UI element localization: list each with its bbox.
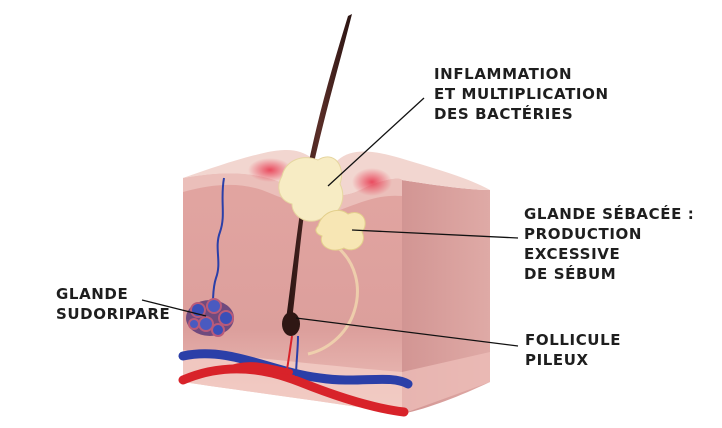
label-line: GLANDE SÉBACÉE : xyxy=(524,204,694,224)
label-line: PRODUCTION xyxy=(524,224,694,244)
label-line: DE SÉBUM xyxy=(524,264,694,284)
inflammation-glow-right xyxy=(352,168,392,196)
label-line: FOLLICULE xyxy=(525,330,621,350)
label-sweat-gland: GLANDE SUDORIPARE xyxy=(56,284,170,324)
label-line: GLANDE xyxy=(56,284,170,304)
label-line: INFLAMMATION xyxy=(434,64,609,84)
label-line: PILEUX xyxy=(525,350,621,370)
label-line: SUDORIPARE xyxy=(56,304,170,324)
label-hair-follicle: FOLLICULE PILEUX xyxy=(525,330,621,370)
label-line: ET MULTIPLICATION xyxy=(434,84,609,104)
label-line: DES BACTÉRIES xyxy=(434,104,609,124)
hair-bulb xyxy=(282,312,300,336)
label-line: EXCESSIVE xyxy=(524,244,694,264)
label-inflammation: INFLAMMATION ET MULTIPLICATION DES BACTÉ… xyxy=(434,64,609,124)
label-sebaceous-gland: GLANDE SÉBACÉE : PRODUCTION EXCESSIVE DE… xyxy=(524,204,694,284)
